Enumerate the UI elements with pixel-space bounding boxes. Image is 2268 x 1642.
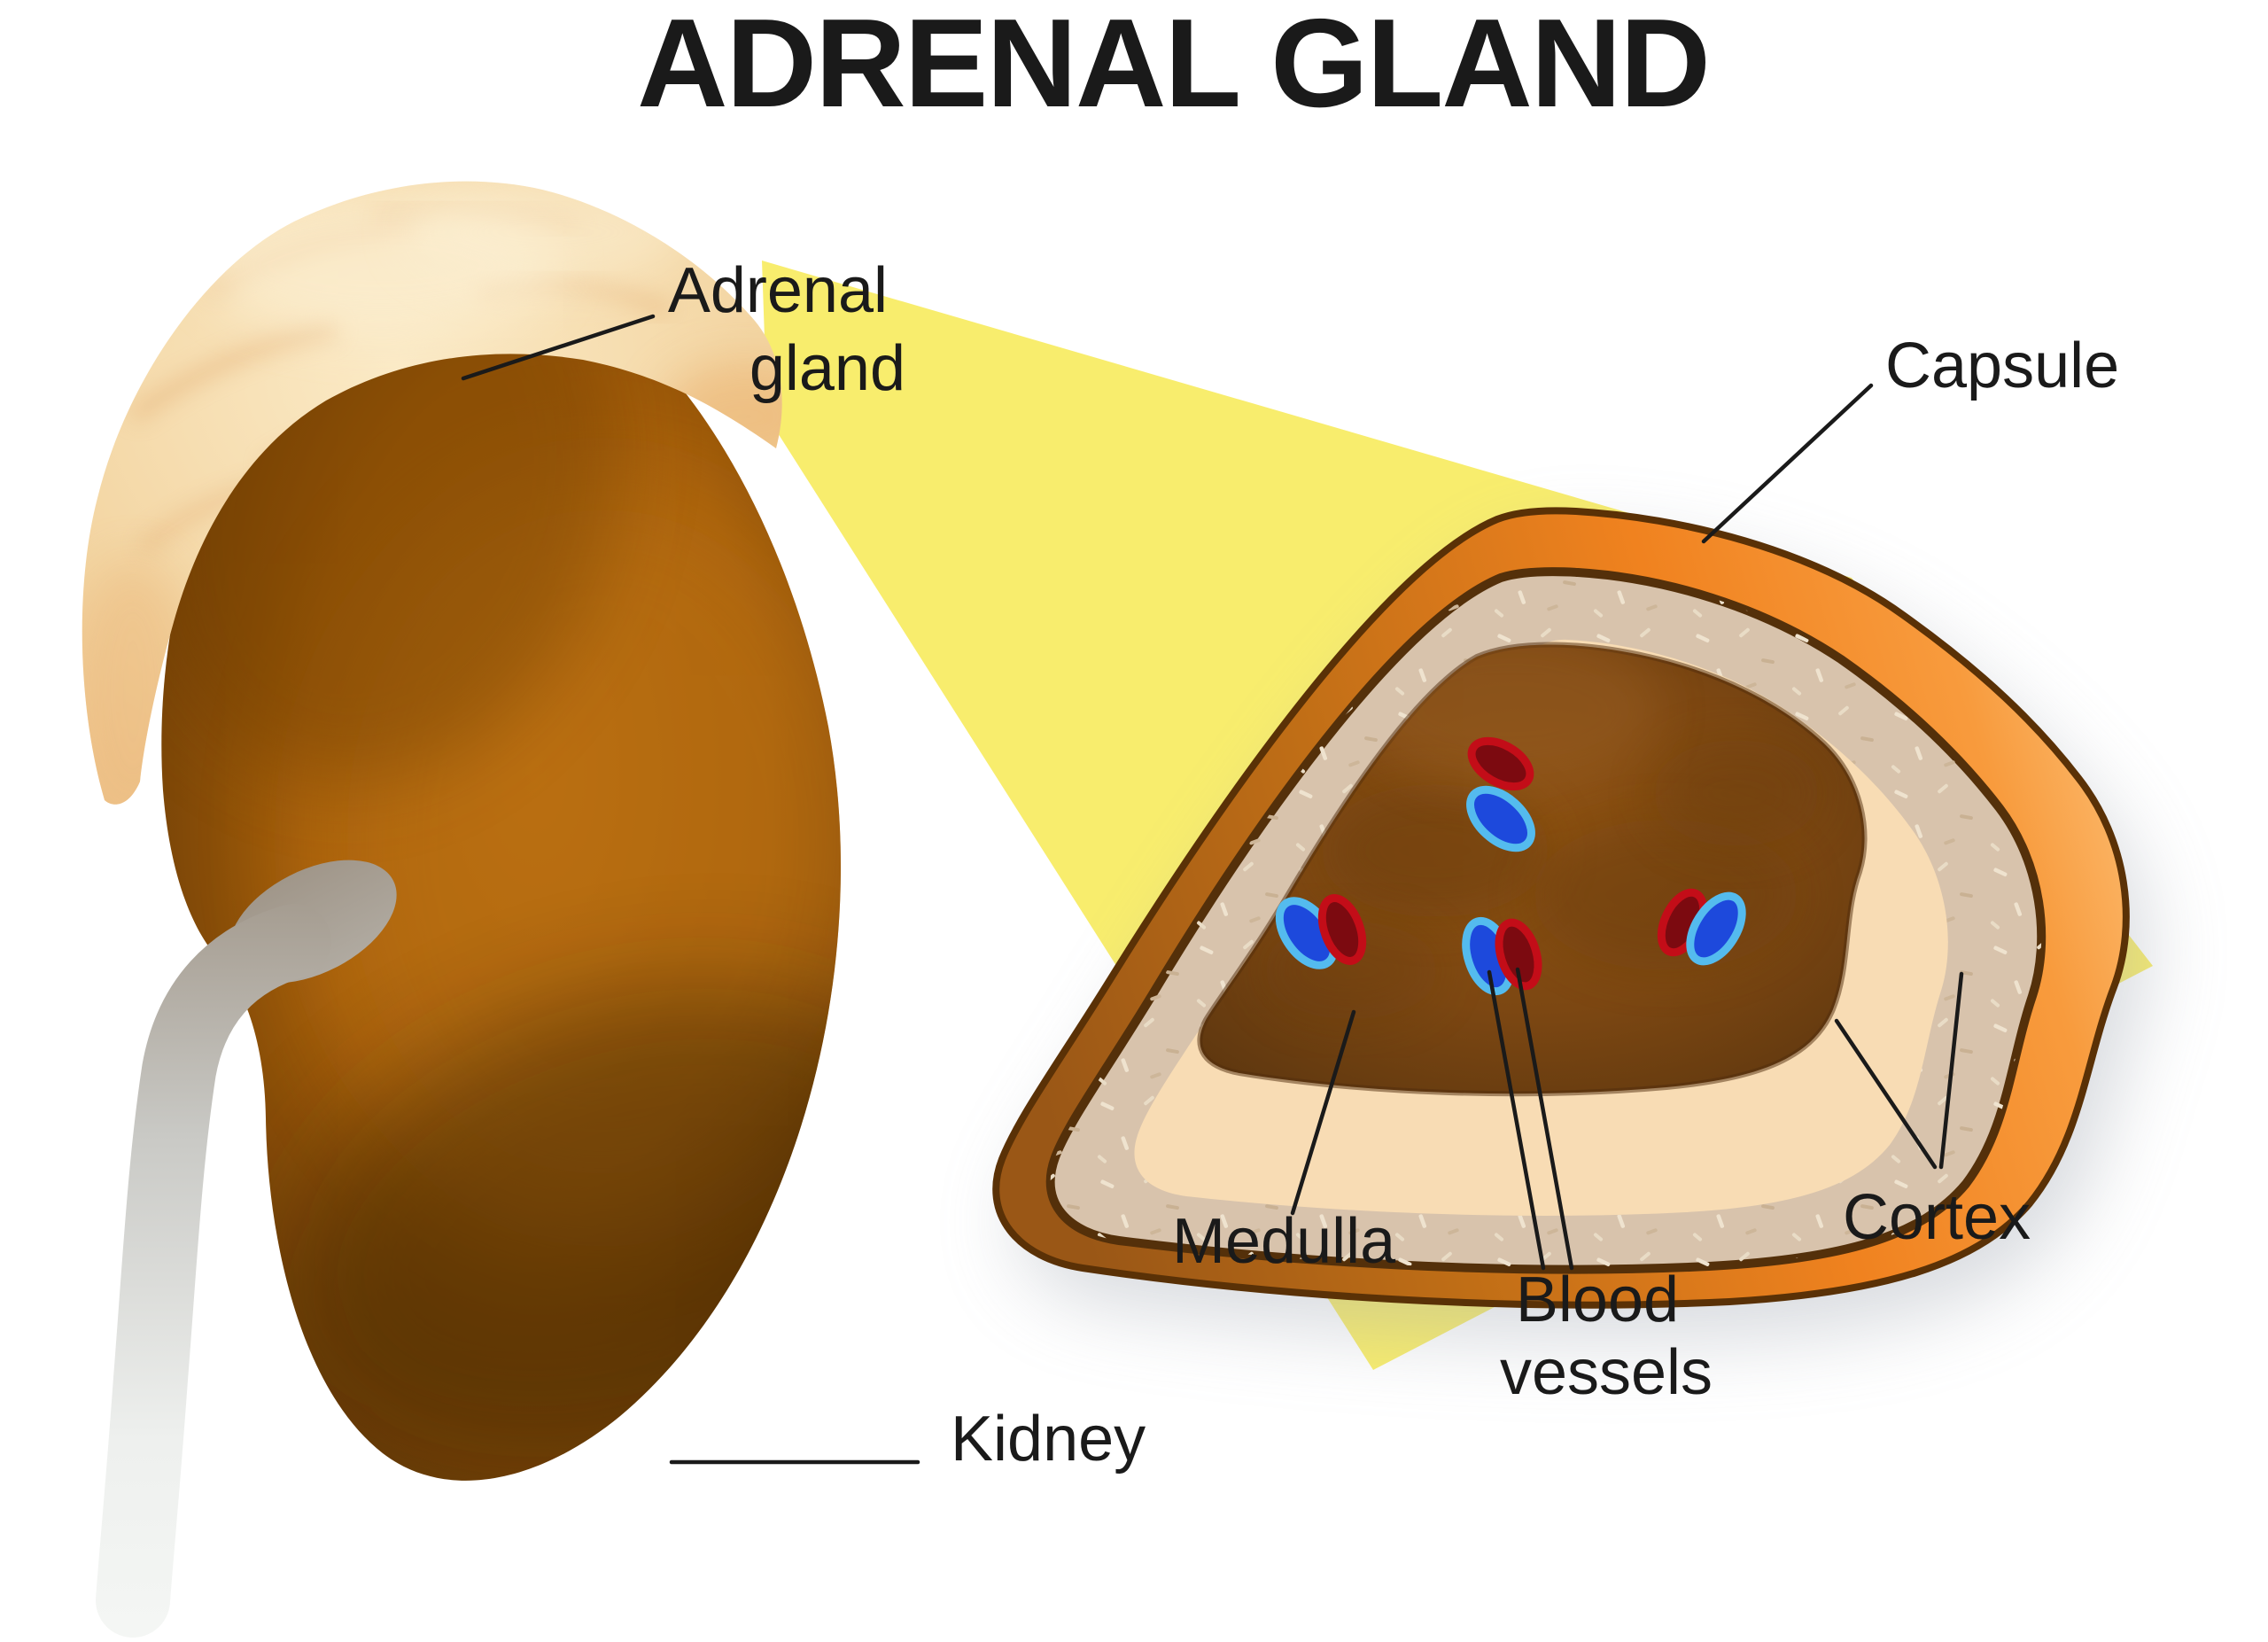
ureter [96,860,397,1638]
blood-vessels-label-line1: Blood [1516,1265,1679,1335]
adrenal-gland-leader-line [461,314,656,381]
kidney-illustration [82,181,842,1638]
blood-vessel-blue [1466,785,1535,852]
medulla-label: Medulla [1172,1206,1396,1277]
cortex-label: Cortex [1843,1182,2031,1253]
blood-vessel-red [1467,736,1534,791]
medulla-texture [1262,644,1821,1019]
adrenal-gland-shape [82,181,782,805]
cortex-leader-line-outer [1938,971,1964,1170]
adrenal-gland-label-line1: Adrenal [668,255,888,326]
leader-lines [461,314,1964,1465]
blood-vessel-red [1317,894,1367,965]
adrenal-gland-label: Adrenal gland [668,255,905,404]
blood-vessel-leader-line [1487,969,1546,1271]
blood-vessels-label-line2: vessels [1500,1337,1713,1408]
blood-vessel-leader-line [1515,967,1574,1271]
capsule-leader-line [1701,383,1874,544]
capsule-label: Capsule [1885,331,2119,401]
blood-vessels-group [1275,736,1746,996]
adrenal-gland-label-line2: gland [750,333,905,404]
kidney-label: Kidney [951,1404,1146,1475]
cortex-leader-line-inner [1834,1018,1938,1170]
adrenal-cross-section [992,507,2148,1341]
ureter-tube [96,904,331,1638]
blood-vessel-blue [1686,891,1746,966]
cortex-speckle-texture [1050,572,2042,1270]
blood-vessel-red [1495,918,1542,991]
medulla-leader-line [1290,1009,1356,1216]
blood-vessels-label: Blood vessels [1500,1265,1713,1408]
diagram-title: ADRENAL GLAND [637,0,1709,134]
